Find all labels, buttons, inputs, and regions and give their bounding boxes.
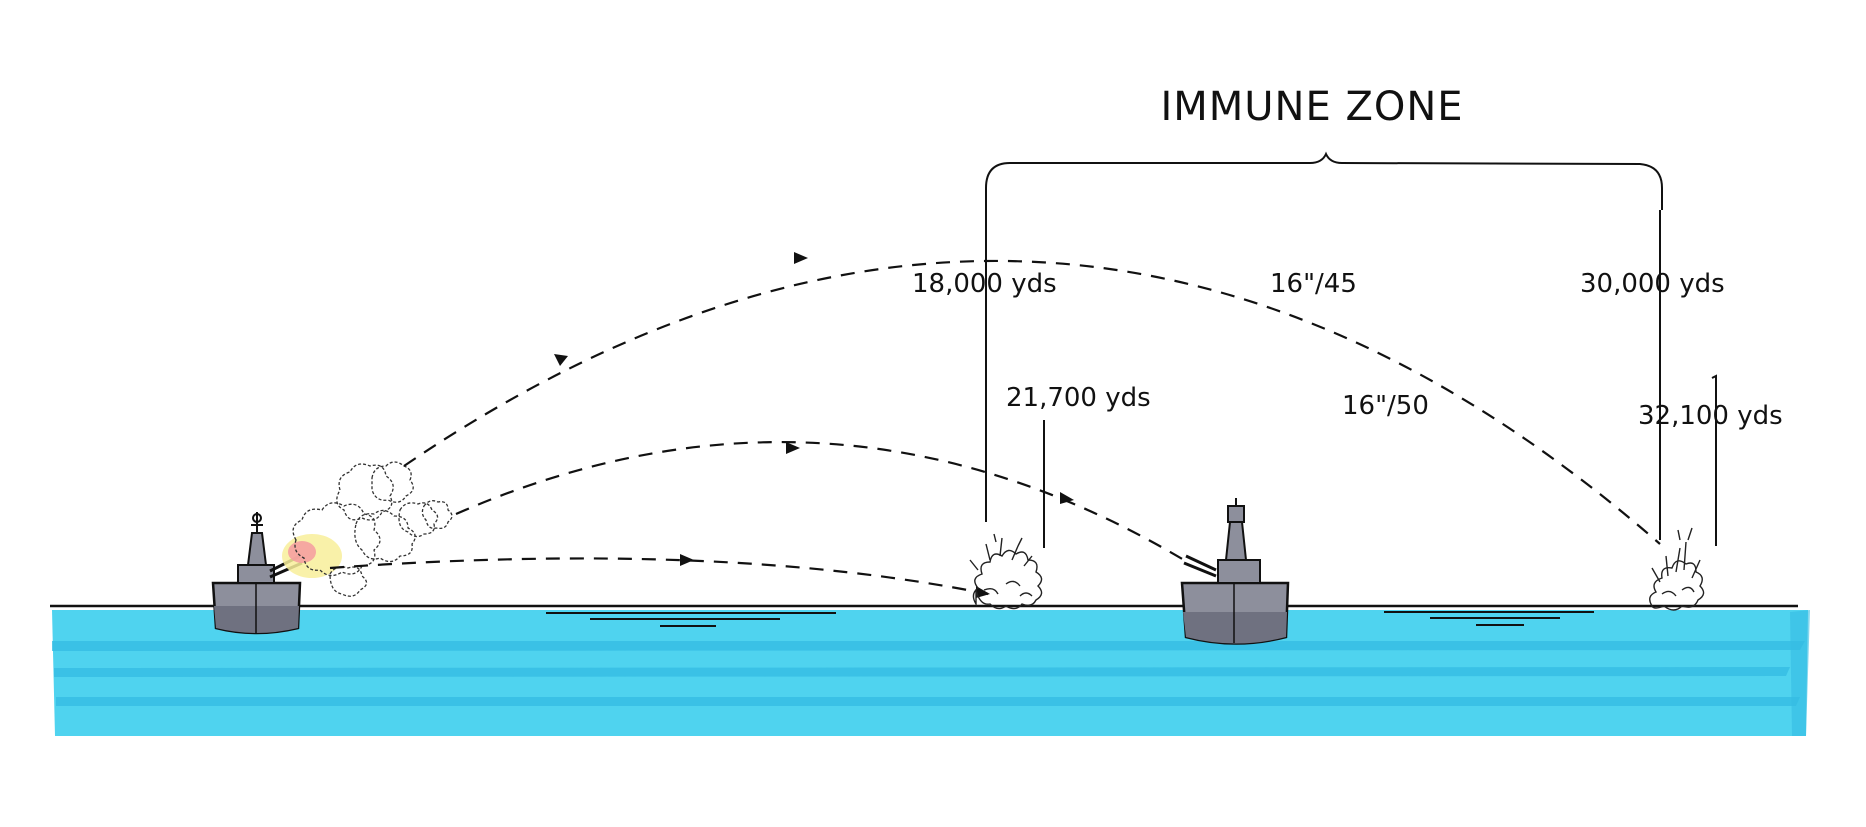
trajectory-arrows: [554, 252, 1074, 598]
gun-smoke: [292, 461, 453, 597]
splash-far: [1649, 527, 1705, 611]
trajectory-16-50-upper: [455, 441, 1185, 561]
gun-label-16-45: 16"/45: [1270, 269, 1357, 299]
range-line-32100: [1711, 374, 1717, 546]
range-lines: [985, 210, 1717, 548]
immune-zone-title: IMMUNE ZONE: [1160, 84, 1463, 130]
gun-label-16-50: 16"/50: [1342, 391, 1429, 421]
wake-marks-right: [1384, 611, 1594, 626]
muzzle-flash: [282, 534, 342, 578]
firing-battleship: [211, 512, 303, 635]
range-label-18000: 18,000 yds: [912, 269, 1057, 299]
range-label-30000: 30,000 yds: [1580, 269, 1725, 299]
wake-marks-left: [546, 612, 836, 627]
trajectory-16-50-lower: [329, 557, 989, 596]
trajectory-16-45: [403, 259, 1661, 545]
range-label-32100: 32,100 yds: [1638, 401, 1783, 431]
range-label-21700: 21,700 yds: [1006, 383, 1151, 413]
immune-zone-bracket: [985, 151, 1663, 222]
target-battleship: [1180, 498, 1290, 645]
sea: [52, 610, 1810, 736]
trajectories: [329, 259, 1661, 596]
splash-near: [969, 533, 1043, 610]
